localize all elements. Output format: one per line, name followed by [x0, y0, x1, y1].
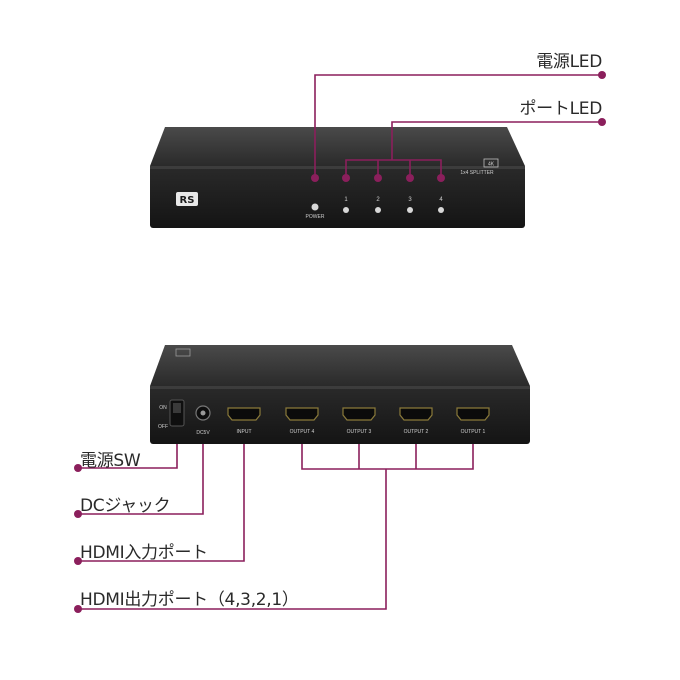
- dc-jack-callout: DCジャック: [80, 496, 171, 516]
- output-3-label: OUTPUT 3: [347, 429, 372, 435]
- back-leader-lines: [78, 444, 474, 610]
- 4k-badge-icon: [483, 158, 499, 168]
- front-device: RS 4K 1x4 SPLITTER POWER 1 2 3 4: [150, 127, 525, 228]
- hdmi-input-callout: HDMI入力ポート: [80, 543, 208, 563]
- hdmi-input-port: INPUT: [227, 407, 261, 435]
- dc-label: DC5V: [196, 430, 210, 436]
- front-device-face: [150, 166, 525, 228]
- output-2-label: OUTPUT 2: [404, 429, 429, 435]
- brand-logo-text: RS: [180, 195, 195, 206]
- power-sw-leader: [78, 444, 178, 469]
- hdmi-output-port-1: OUTPUT 1: [456, 407, 490, 435]
- output-1-label: OUTPUT 1: [461, 429, 486, 435]
- back-device: ON OFF DC5V INPUT OUTPUT 4 OUTPUT 3 OUTP…: [150, 345, 530, 444]
- switch-on-label: ON: [159, 405, 167, 411]
- port-led-1: [343, 207, 349, 213]
- hdmi-input-leader: [78, 444, 245, 562]
- hdmi-output-leader: [78, 469, 387, 610]
- power-sw-callout: 電源SW: [80, 451, 141, 471]
- port-led-4: [438, 207, 444, 213]
- switch-off-label: OFF: [158, 424, 168, 430]
- port-led-bracket: [345, 159, 442, 178]
- power-led-callout: 電源LED: [536, 52, 602, 72]
- hdmi-output-callout: HDMI出力ポート（4,3,2,1）: [80, 590, 299, 610]
- model-text: 1x4 SPLITTER: [460, 170, 494, 176]
- port-led-leader: [391, 121, 602, 160]
- input-label: INPUT: [237, 429, 252, 435]
- hdmi-output-bracket: [301, 444, 474, 470]
- port-led-callout: ポートLED: [519, 99, 602, 119]
- front-device-top: [150, 127, 525, 166]
- port-number-2: 2: [376, 197, 380, 203]
- output-4-label: OUTPUT 4: [290, 429, 315, 435]
- hdmi-output-port-2: OUTPUT 2: [399, 407, 433, 435]
- port-led-2: [375, 207, 381, 213]
- hdmi-output-port-3: OUTPUT 3: [342, 407, 376, 435]
- back-device-face: [150, 386, 530, 444]
- power-label: POWER: [306, 214, 325, 220]
- front-leader-lines: [314, 74, 602, 178]
- port-led-3: [407, 207, 413, 213]
- back-leader-dots: [74, 464, 82, 613]
- power-led-leader: [314, 74, 602, 178]
- front-leader-dots: [311, 71, 606, 182]
- power-led: [311, 203, 319, 211]
- dc-jack-leader: [78, 444, 204, 515]
- port-number-1: 1: [344, 197, 348, 203]
- back-device-top: [150, 345, 530, 386]
- brand-logo-icon: RS: [176, 192, 198, 206]
- port-number-3: 3: [408, 197, 412, 203]
- 4k-badge-text: 4K: [488, 162, 495, 168]
- port-number-4: 4: [439, 197, 443, 203]
- hdmi-output-port-4: OUTPUT 4: [285, 407, 319, 435]
